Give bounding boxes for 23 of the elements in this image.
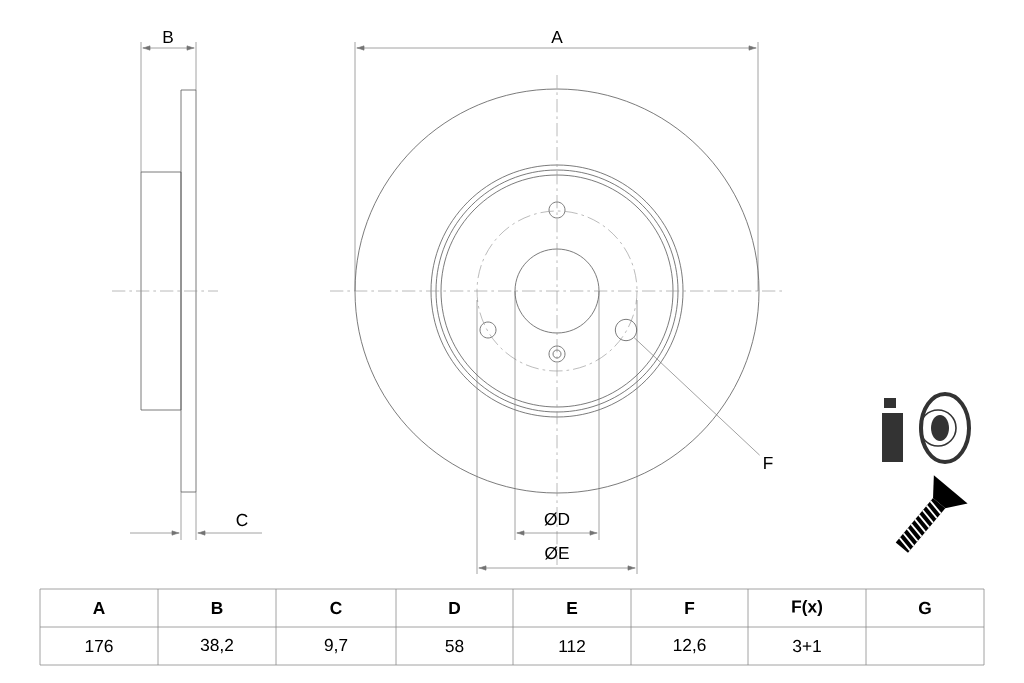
table-header: E <box>567 602 578 614</box>
table-value: 9,7 <box>324 638 348 654</box>
table-value: 58 <box>445 639 464 653</box>
dimension-label: ØE <box>545 546 569 560</box>
dimension-label: ØD <box>544 512 570 526</box>
table-header: D <box>449 602 461 614</box>
bolt-hole <box>614 318 638 342</box>
table-value: 176 <box>85 639 113 653</box>
table-header: C <box>330 601 342 615</box>
table-header: A <box>93 602 105 614</box>
table-value: 3+1 <box>793 639 821 653</box>
dimension-label: A <box>551 31 563 43</box>
table-header: B <box>211 602 223 614</box>
dimension-label: B <box>163 31 173 43</box>
table-header: F <box>685 602 695 614</box>
part-label: F <box>764 457 773 469</box>
dimension-label: C <box>236 513 248 527</box>
table-value: 12,6 <box>673 638 706 654</box>
table-value: 38,2 <box>200 638 233 654</box>
table-value: 112 <box>559 639 585 653</box>
table-header: F(x) <box>792 599 823 617</box>
table-header: G <box>919 601 931 615</box>
leader-line <box>633 337 760 456</box>
